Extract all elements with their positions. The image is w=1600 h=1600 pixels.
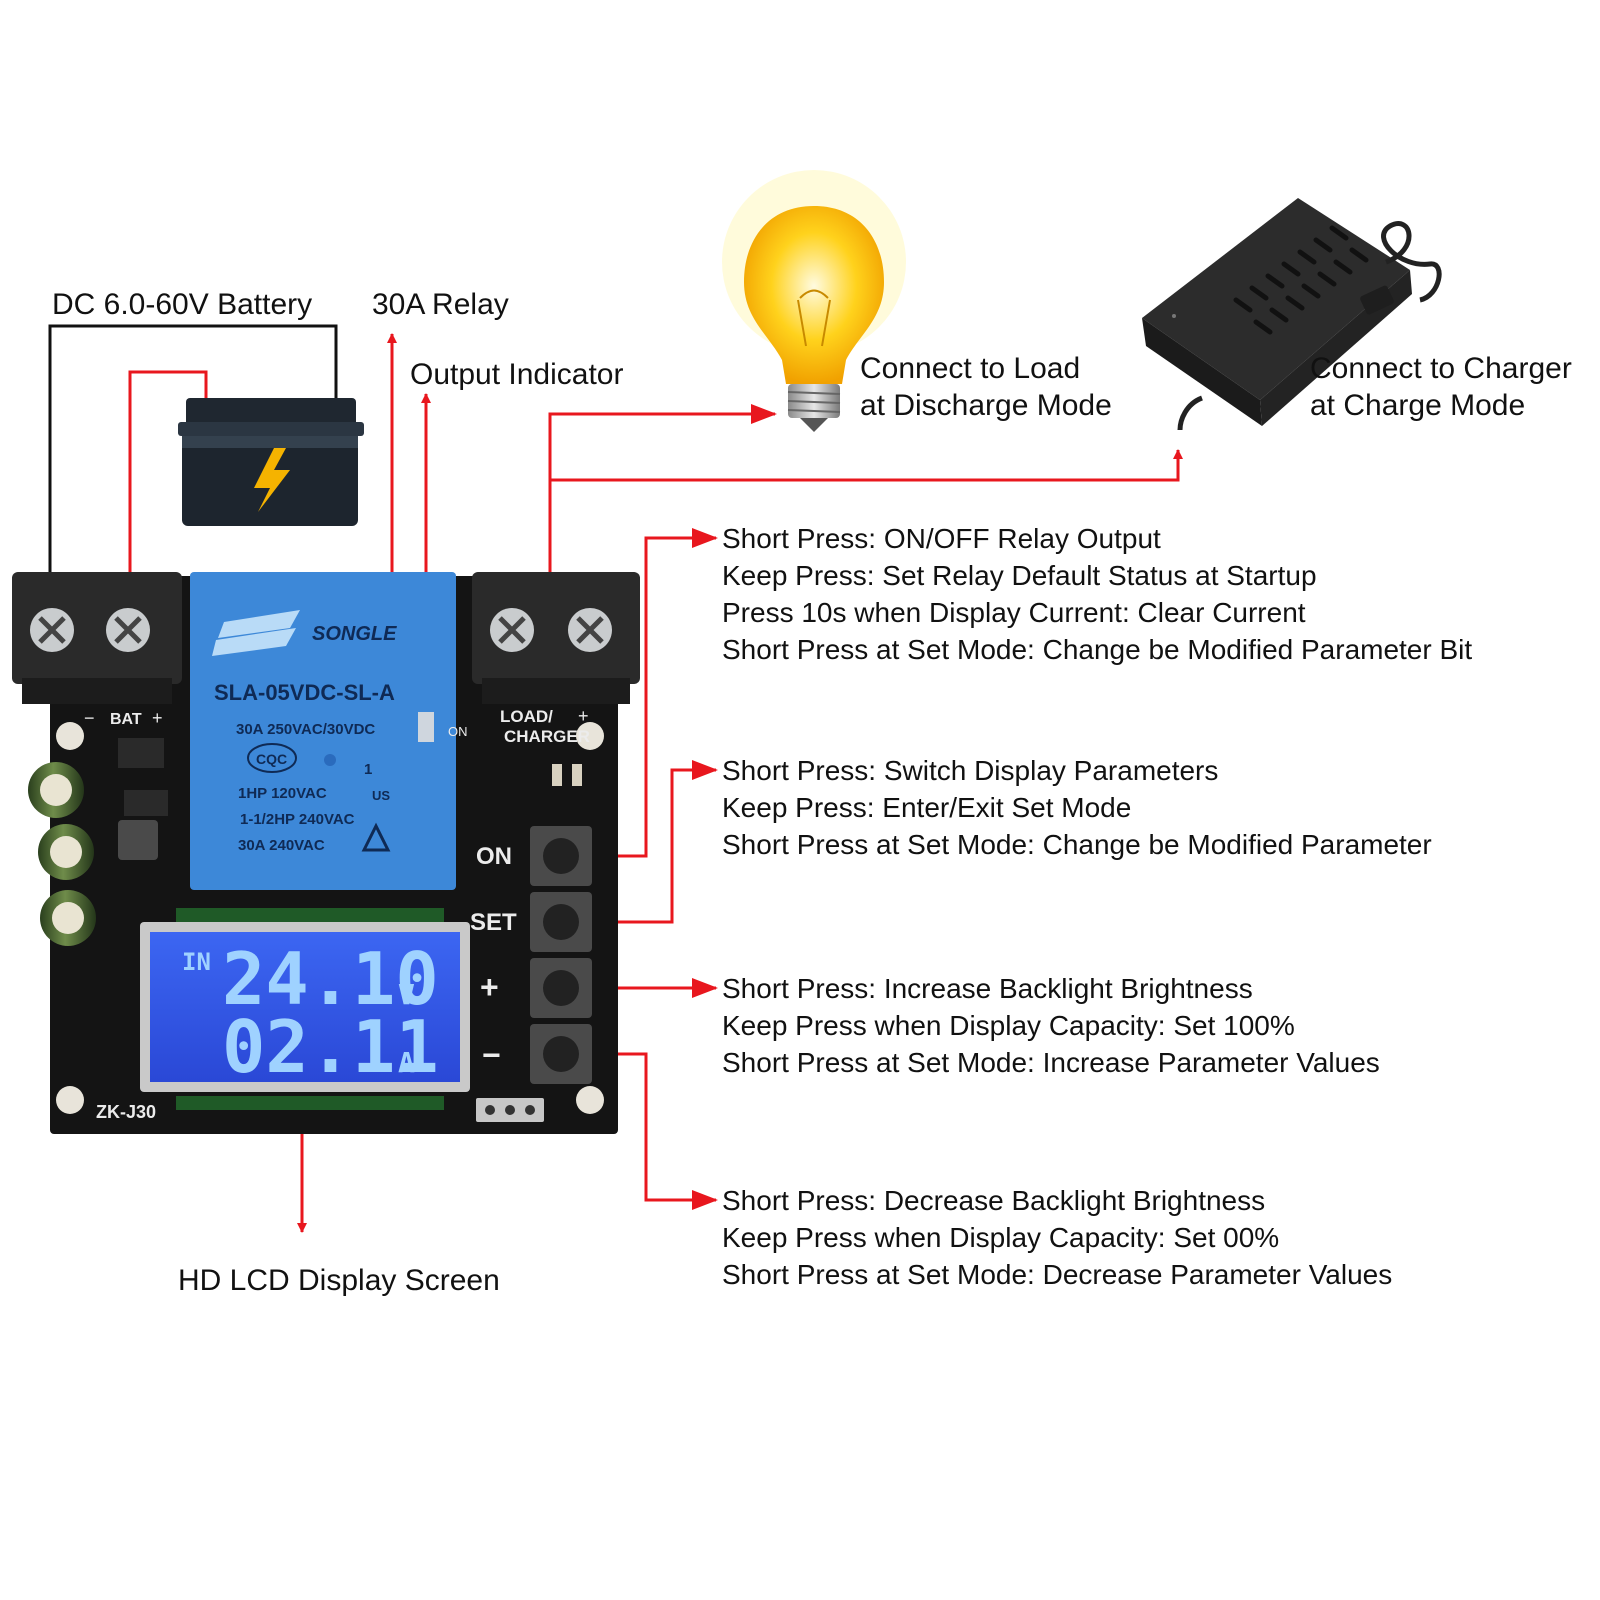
relay-label: 30A Relay (372, 288, 509, 321)
note-line: Keep Press: Set Relay Default Status at … (722, 560, 1317, 591)
lcd-in-label: IN (182, 948, 211, 976)
pcb-board (12, 572, 640, 1134)
note-line: Short Press at Set Mode: Change be Modif… (722, 634, 1473, 665)
load-plus-sign: + (578, 706, 589, 726)
relay-rating-3: 1-1/2HP 240VAC (240, 811, 355, 828)
load-caption-line: at Discharge Mode (860, 389, 1112, 422)
battery-positive-wire (128, 370, 208, 600)
set-button-arrow (586, 760, 718, 924)
note-line: Keep Press when Display Capacity: Set 10… (722, 1010, 1295, 1041)
relay-body (190, 572, 456, 890)
set-button-label: SET (470, 909, 517, 936)
battery-icon (178, 398, 364, 526)
relay-rating-1: 30A 250VAC/30VDC (236, 721, 375, 738)
note-line: Press 10s when Display Current: Clear Cu… (722, 597, 1306, 628)
indicator-on-label: ON (448, 724, 468, 739)
bat-label: BAT (110, 711, 142, 728)
plus-button-notes: Short Press: Increase Backlight Brightne… (722, 970, 1380, 1081)
terminal-screw-icon (30, 608, 612, 652)
load-label: LOAD/ (500, 707, 553, 726)
load-caption-line: Connect to Load (860, 352, 1081, 385)
lcd-voltage: 24.10 (222, 937, 439, 1021)
relay-brand: SONGLE (312, 623, 397, 645)
charger-arrow (550, 449, 1183, 482)
note-line: Short Press at Set Mode: Increase Parame… (722, 1047, 1380, 1078)
note-line: Short Press: Decrease Backlight Brightne… (722, 1185, 1266, 1216)
note-line: Keep Press: Enter/Exit Set Mode (722, 792, 1132, 823)
model-label: ZK-J30 (96, 1102, 156, 1122)
note-line: Short Press at Set Mode: Decrease Parame… (722, 1259, 1393, 1290)
relay-rating-4: 30A 240VAC (238, 837, 325, 854)
relay-rating-2: 1HP 120VAC (238, 785, 327, 802)
on-button-label: ON (476, 843, 512, 870)
note-line: Keep Press when Display Capacity: Set 00… (722, 1222, 1280, 1253)
lcd-current-unit: A (398, 1046, 415, 1079)
load-arrow (548, 404, 777, 620)
set-button-notes: Short Press: Switch Display Parameters K… (722, 752, 1432, 863)
on-button-notes: Short Press: ON/OFF Relay Output Keep Pr… (722, 520, 1472, 668)
battery-label: DC 6.0-60V Battery (52, 288, 313, 321)
bat-minus-sign: − (84, 708, 95, 728)
charger-caption-line: at Charge Mode (1310, 389, 1526, 422)
lcd-voltage-unit: V (398, 978, 415, 1011)
note-line: Short Press: ON/OFF Relay Output (722, 523, 1161, 554)
lcd-label: HD LCD Display Screen (178, 1264, 500, 1297)
bat-plus-sign: + (152, 708, 163, 728)
note-line: Short Press: Increase Backlight Brightne… (722, 973, 1253, 1004)
battery-negative-wire (48, 324, 338, 600)
plus-button-label: + (480, 969, 499, 1005)
relay-warning-icon (361, 822, 391, 852)
light-bulb-icon (722, 170, 906, 432)
lcd-current: 02.11 (222, 1005, 439, 1089)
tactile-button-icon (530, 826, 592, 1084)
relay-model: SLA-05VDC-SL-A (214, 680, 395, 705)
relay-cert: CQC (256, 751, 287, 767)
charger-icon (1142, 198, 1442, 431)
output-indicator-label: Output Indicator (410, 358, 624, 391)
capacitor-icon (28, 762, 96, 946)
relay-ul: US (372, 788, 390, 803)
relay-mark: 1 (364, 761, 372, 778)
charger-caption: Connect to Charger at Charge Mode (1310, 350, 1572, 424)
note-line: Short Press: Switch Display Parameters (722, 755, 1219, 786)
note-line: Short Press at Set Mode: Change be Modif… (722, 829, 1432, 860)
load-caption: Connect to Load at Discharge Mode (860, 350, 1112, 424)
songle-logo-icon (218, 610, 300, 638)
minus-button-notes: Short Press: Decrease Backlight Brightne… (722, 1182, 1392, 1293)
minus-button-label: − (482, 1037, 501, 1073)
charger-caption-line: Connect to Charger (1310, 352, 1572, 385)
charger-label: CHARGER (504, 727, 590, 746)
